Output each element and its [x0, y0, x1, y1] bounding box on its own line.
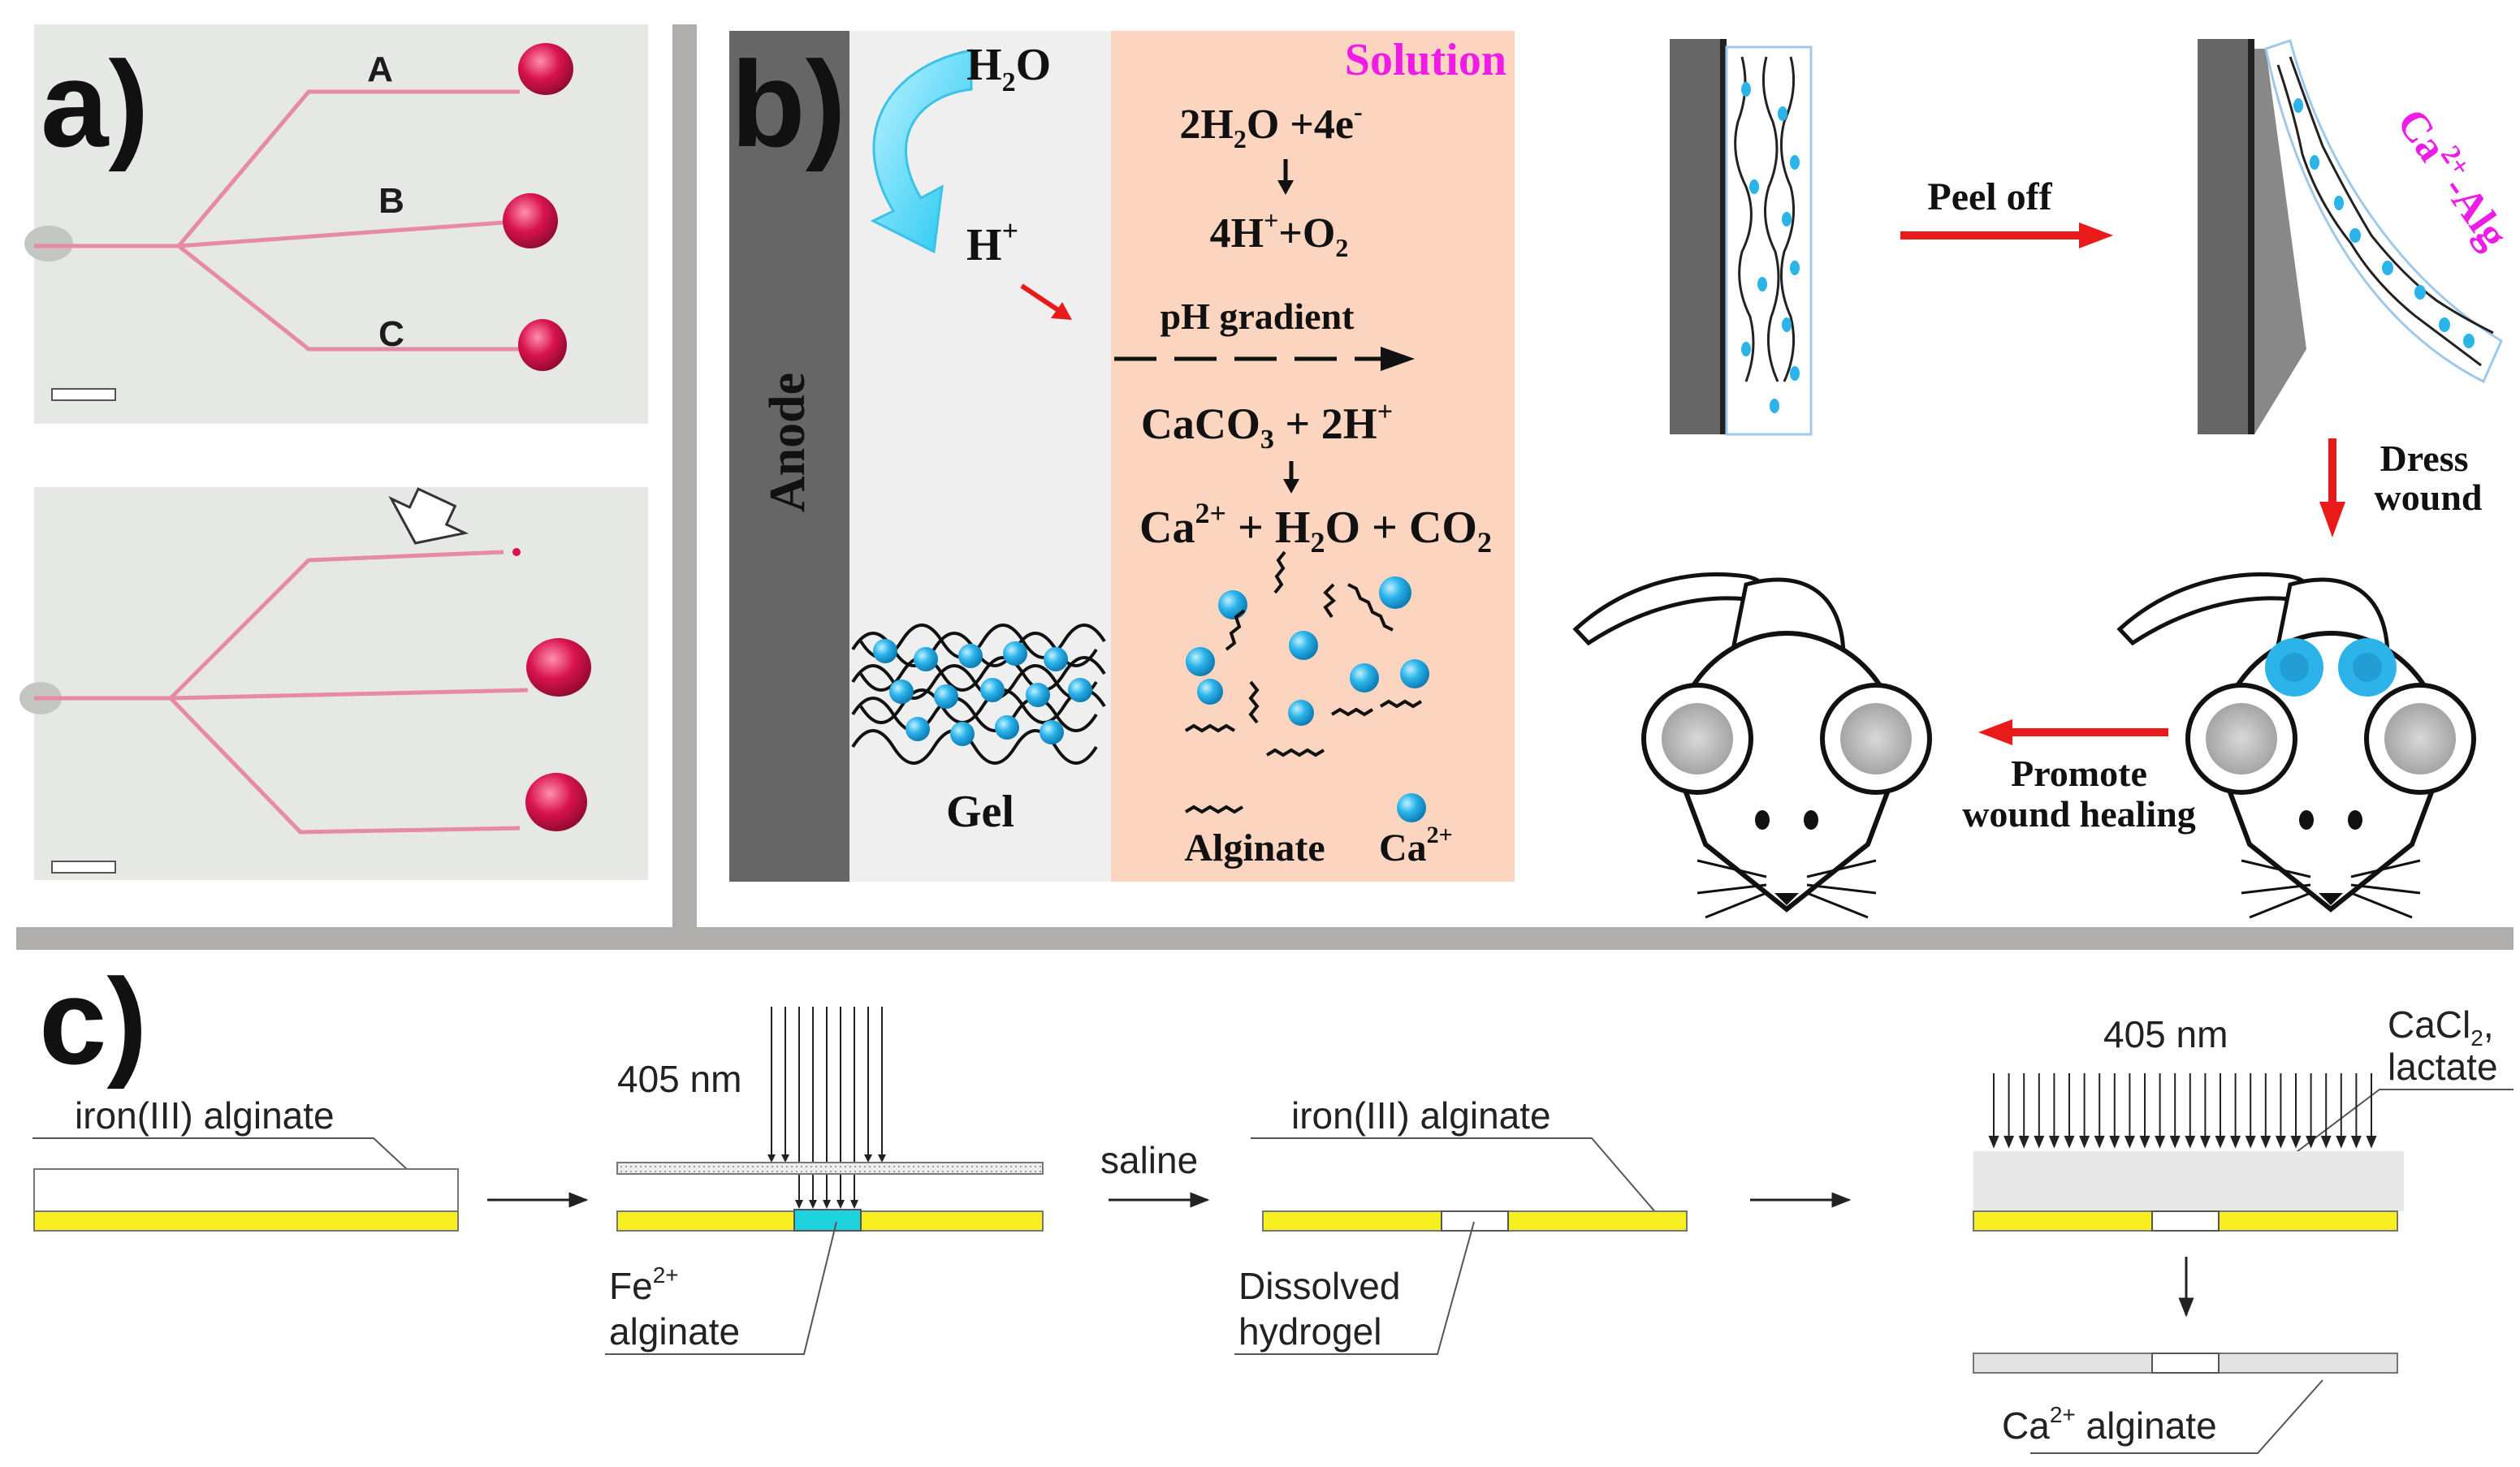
electrode-peeled-gel [2198, 39, 2503, 434]
dissolved-label: Dissolved [1238, 1265, 1400, 1307]
hydrogel-label: hydrogel [1238, 1310, 1381, 1353]
equation-4: Ca2+ + H2O + CO2 [1139, 497, 1492, 559]
promote-arrow [1978, 719, 2168, 745]
wavelength-label-1: 405 nm [617, 1058, 741, 1100]
iron-alginate-label-1: iron(III) alginate [75, 1094, 335, 1137]
dress-wound-arrow [2319, 438, 2345, 537]
white-arrow-icon [388, 487, 469, 545]
horizontal-divider [16, 927, 2514, 950]
down-arrow-2 [1283, 461, 1299, 494]
scale-bar-bottom [51, 861, 116, 874]
panel-a-photo-bottom [19, 487, 648, 880]
panel-b-label: b) [731, 36, 846, 172]
mouse-healed [1572, 572, 1932, 919]
solution-label: Solution [1345, 35, 1506, 85]
drop-a [518, 43, 573, 95]
gel-label: Gel [946, 787, 1014, 837]
panel-c-label: c) [39, 953, 147, 1089]
h2o-label: H2O [966, 40, 1051, 97]
lactate-label: lactate [2388, 1046, 2498, 1088]
drop-c [518, 319, 567, 371]
cacl-label: CaCl2, [2388, 1003, 2494, 1051]
alginate-legend-label: Alginate [1184, 826, 1325, 869]
step-4: 405 nm CaCl2, lactate Ca2+ alginate [1973, 1003, 2514, 1454]
step-3: iron(III) alginate Dissolved hydrogel [1234, 1094, 1688, 1355]
channel-label-a: A [367, 50, 393, 89]
ca-legend-label: Ca2+ [1379, 822, 1453, 869]
panel-a-photo-top: A B C a) [24, 24, 648, 424]
dissolved-region [1441, 1210, 1509, 1232]
fe-alginate-label: alginate [609, 1310, 740, 1353]
ph-gradient-label: pH gradient [1161, 296, 1355, 337]
drop-b [503, 193, 558, 248]
solution-species [1184, 550, 1429, 822]
panel-b: b) Anode H2O H+ Solution 2H2O +4e- 4H++O… [729, 31, 2520, 919]
vertical-divider [672, 24, 697, 930]
wound-label: wound [2375, 477, 2483, 518]
solution-region [1111, 31, 1515, 882]
wound-healing-label: wound healing [1962, 793, 2196, 835]
electrode-with-gel [1670, 39, 1813, 436]
gel-network [851, 623, 1106, 765]
equation-3: CaCO3 + 2H+ [1141, 397, 1393, 455]
down-arrow-1 [1277, 159, 1294, 195]
step-1: iron(III) alginate [32, 1094, 589, 1232]
mouse-dressed [2116, 572, 2476, 919]
yellow-substrate-1 [33, 1210, 459, 1232]
photomask [616, 1162, 1044, 1175]
panel-a-label: a) [41, 36, 149, 172]
saline-label: saline [1100, 1139, 1198, 1181]
ca-alginate-label: Ca2+ alginate [2002, 1402, 2217, 1447]
channel-label-b: B [378, 181, 404, 221]
ph-gradient-arrow [1114, 347, 1415, 371]
peel-off-arrow [1900, 222, 2113, 248]
drop-b-bottom [526, 638, 591, 697]
anode-bar [729, 31, 849, 882]
hplus-label: H+ [966, 214, 1018, 270]
panel-a: A B C a) [19, 24, 648, 880]
water-oxidation-arrow-icon [870, 49, 973, 254]
step-2: 405 nm Fe2+ alginate [605, 1007, 1044, 1355]
equation-1: 2H2O +4e- [1179, 97, 1362, 153]
peel-off-label: Peel off [1927, 175, 2052, 218]
promote-label: Promote [2011, 753, 2147, 794]
exposed-region [793, 1209, 862, 1232]
drop-c-bottom [525, 773, 587, 831]
anode-label: Anode [760, 373, 815, 512]
fe-label: Fe2+ [609, 1262, 679, 1307]
channel-label-c: C [378, 314, 404, 354]
ca-alg-label: Ca2+-Alg [2388, 98, 2520, 257]
scale-bar-top [51, 388, 116, 401]
panel-c: c) iron(III) alginate 405 nm [32, 953, 2514, 1454]
iron-alginate-label-2: iron(III) alginate [1291, 1094, 1551, 1137]
ca-legend-bead [1397, 793, 1426, 822]
cacl-solution-layer [1973, 1151, 2404, 1211]
equation-2: 4H++O2 [1210, 205, 1349, 262]
wavelength-label-2: 405 nm [2103, 1013, 2228, 1055]
dress-label: Dress [2380, 438, 2468, 479]
